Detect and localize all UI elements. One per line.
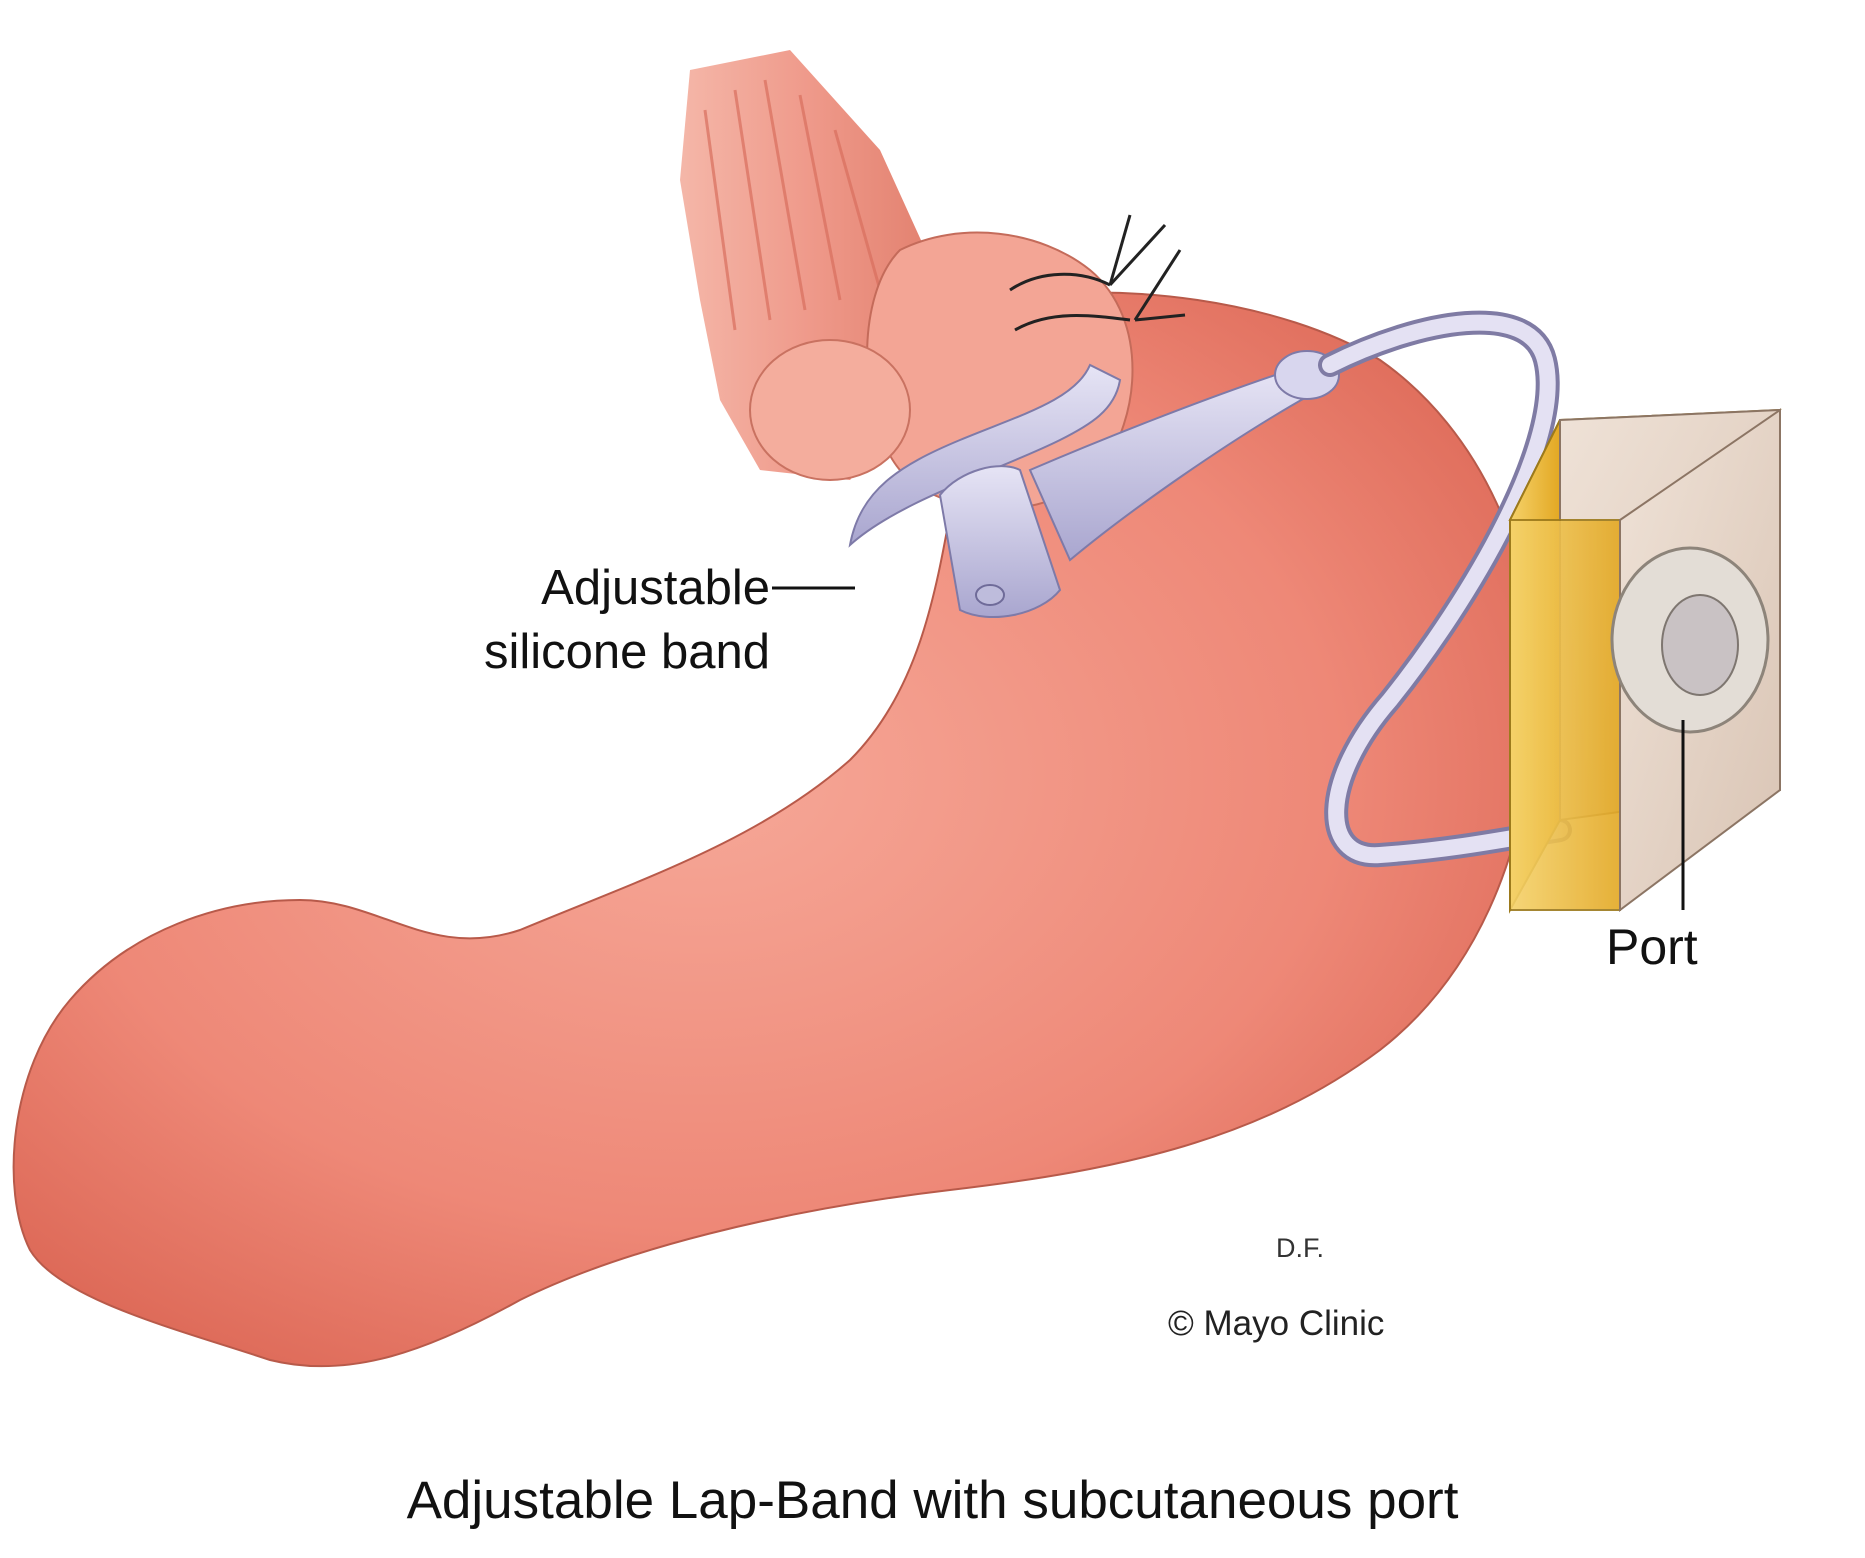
- gastric-fold: [749, 339, 911, 481]
- tissue-fat-front: [1509, 519, 1621, 911]
- artist-initials: D.F.: [1276, 1233, 1325, 1263]
- copyright-notice: © Mayo Clinic: [1168, 1304, 1385, 1343]
- sutures: [1009, 214, 1186, 332]
- figure-caption: Adjustable Lap-Band with subcutaneous po…: [406, 1471, 1459, 1530]
- band-label: Adjustable silicone band: [380, 556, 770, 684]
- port-septum: [1661, 594, 1739, 696]
- esophagus-muscle-lines: [703, 79, 882, 331]
- band-buckle: [938, 465, 1062, 618]
- band-label-line1: Adjustable: [541, 561, 770, 615]
- port-label: Port: [1606, 919, 1698, 975]
- band-label-line2: silicone band: [483, 625, 770, 679]
- band-buckle-hole: [975, 584, 1005, 606]
